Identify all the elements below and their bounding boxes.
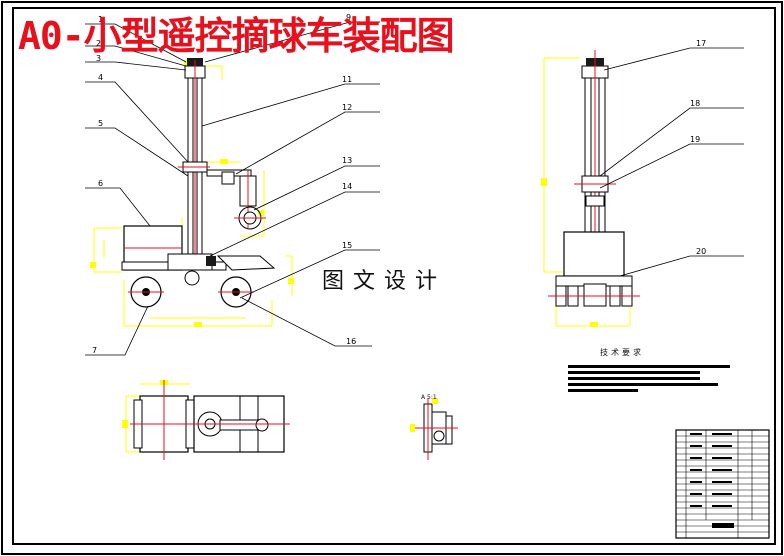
callout-19: 19 xyxy=(690,135,700,144)
callout-5: 5 xyxy=(98,119,103,128)
callout-2: 2 xyxy=(96,39,101,48)
side-view xyxy=(541,47,744,327)
callout-16: 16 xyxy=(346,337,356,346)
front-view xyxy=(85,21,380,356)
callout-3: 3 xyxy=(96,54,101,63)
tech-requirements-caption: 技术要求 xyxy=(600,348,644,357)
title-block xyxy=(675,429,770,539)
detail-a xyxy=(410,398,458,460)
callout-17: 17 xyxy=(696,39,706,48)
callout-14: 14 xyxy=(342,182,352,191)
callout-18: 18 xyxy=(690,99,700,108)
callout-4: 4 xyxy=(98,73,103,82)
tech-requirements-text xyxy=(568,365,730,392)
callout-15: 15 xyxy=(342,241,352,250)
callout-1: 1 xyxy=(98,15,103,24)
callout-12: 12 xyxy=(342,103,352,112)
callout-13: 13 xyxy=(342,156,352,165)
callout-6: 6 xyxy=(98,179,103,188)
watermark: 图文设计 xyxy=(322,269,447,294)
top-view xyxy=(122,380,290,460)
callout-11: 11 xyxy=(342,75,352,84)
inner-border xyxy=(12,7,776,545)
detail-label: A 5:1 xyxy=(421,394,437,401)
drawing-title: A0-小型遥控摘球车装配图 xyxy=(18,14,455,58)
callout-7: 7 xyxy=(92,346,97,355)
callout-labels: 1 2 3 4 5 6 7 9 11 12 13 14 15 16 17 18 … xyxy=(92,13,706,355)
callout-20: 20 xyxy=(696,247,706,256)
callout-9: 9 xyxy=(346,13,351,22)
